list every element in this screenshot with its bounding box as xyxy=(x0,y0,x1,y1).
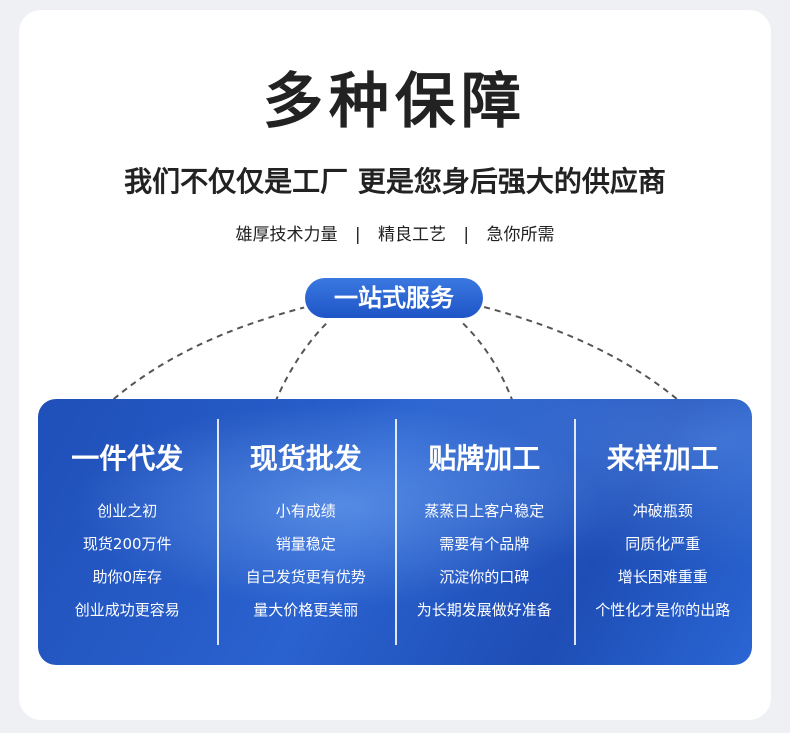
service-item: 自己发货更有优势 xyxy=(245,568,366,586)
service-items: 创业之初 现货200万件 助你0库存 创业成功更容易 xyxy=(38,495,217,627)
tagline-separator: | xyxy=(463,225,470,245)
service-title: 一件代发 xyxy=(71,442,184,475)
connector-arc-1 xyxy=(106,306,307,406)
subtitle: 我们不仅仅是工厂 更是您身后强大的供应商 xyxy=(124,165,666,198)
service-item: 冲破瓶颈 xyxy=(632,502,693,520)
service-item: 创业成功更容易 xyxy=(74,601,180,619)
connector-arc-4 xyxy=(483,306,685,406)
connector-arcs xyxy=(106,306,685,406)
service-item: 需要有个品牌 xyxy=(439,535,530,553)
service-item: 量大价格更美丽 xyxy=(253,601,359,619)
service-item: 为长期发展做好准备 xyxy=(416,601,552,619)
service-items: 冲破瓶颈 同质化严重 增长困难重重 个性化才是你的出路 xyxy=(574,495,753,627)
service-column-dropship: 一件代发 创业之初 现货200万件 助你0库存 创业成功更容易 xyxy=(38,399,217,665)
service-item: 同质化严重 xyxy=(625,535,701,553)
service-item: 销量稳定 xyxy=(275,535,336,553)
service-item: 增长困难重重 xyxy=(617,568,708,586)
connector-arc-3 xyxy=(454,315,515,406)
service-panel: 一件代发 创业之初 现货200万件 助你0库存 创业成功更容易 现货批发 小有成… xyxy=(38,399,752,665)
service-title: 现货批发 xyxy=(249,442,362,475)
service-column-custom: 来样加工 冲破瓶颈 同质化严重 增长困难重重 个性化才是你的出路 xyxy=(573,399,753,665)
service-item: 创业之初 xyxy=(97,502,158,520)
service-items: 蒸蒸日上客户稳定 需要有个品牌 沉淀你的口碑 为长期发展做好准备 xyxy=(395,495,574,627)
service-item: 现货200万件 xyxy=(82,535,172,553)
page-title: 多种保障 xyxy=(263,67,527,137)
service-item: 沉淀你的口碑 xyxy=(439,568,530,586)
tagline: 雄厚技术力量 | 精良工艺 | 急你所需 xyxy=(19,222,771,248)
tagline-item-urgent: 急你所需 xyxy=(486,225,555,245)
tagline-item-technology: 雄厚技术力量 xyxy=(235,225,338,245)
service-title: 来样加工 xyxy=(606,442,719,475)
service-items: 小有成绩 销量稳定 自己发货更有优势 量大价格更美丽 xyxy=(217,495,396,627)
service-column-wholesale: 现货批发 小有成绩 销量稳定 自己发货更有优势 量大价格更美丽 xyxy=(216,399,396,665)
service-item: 蒸蒸日上客户稳定 xyxy=(424,502,545,520)
service-column-oem: 贴牌加工 蒸蒸日上客户稳定 需要有个品牌 沉淀你的口碑 为长期发展做好准备 xyxy=(395,399,574,665)
tagline-item-craft: 精良工艺 xyxy=(378,225,446,245)
service-item: 个性化才是你的出路 xyxy=(595,601,731,619)
service-item: 小有成绩 xyxy=(275,502,336,520)
connector-arc-2 xyxy=(273,315,335,406)
service-item: 助你0库存 xyxy=(92,568,163,586)
guarantee-card: 多种保障 我们不仅仅是工厂 更是您身后强大的供应商 雄厚技术力量 | 精良工艺 … xyxy=(19,10,771,720)
service-title: 贴牌加工 xyxy=(428,442,541,475)
tagline-separator: | xyxy=(354,225,361,245)
service-badge: 一站式服务 xyxy=(305,278,483,318)
